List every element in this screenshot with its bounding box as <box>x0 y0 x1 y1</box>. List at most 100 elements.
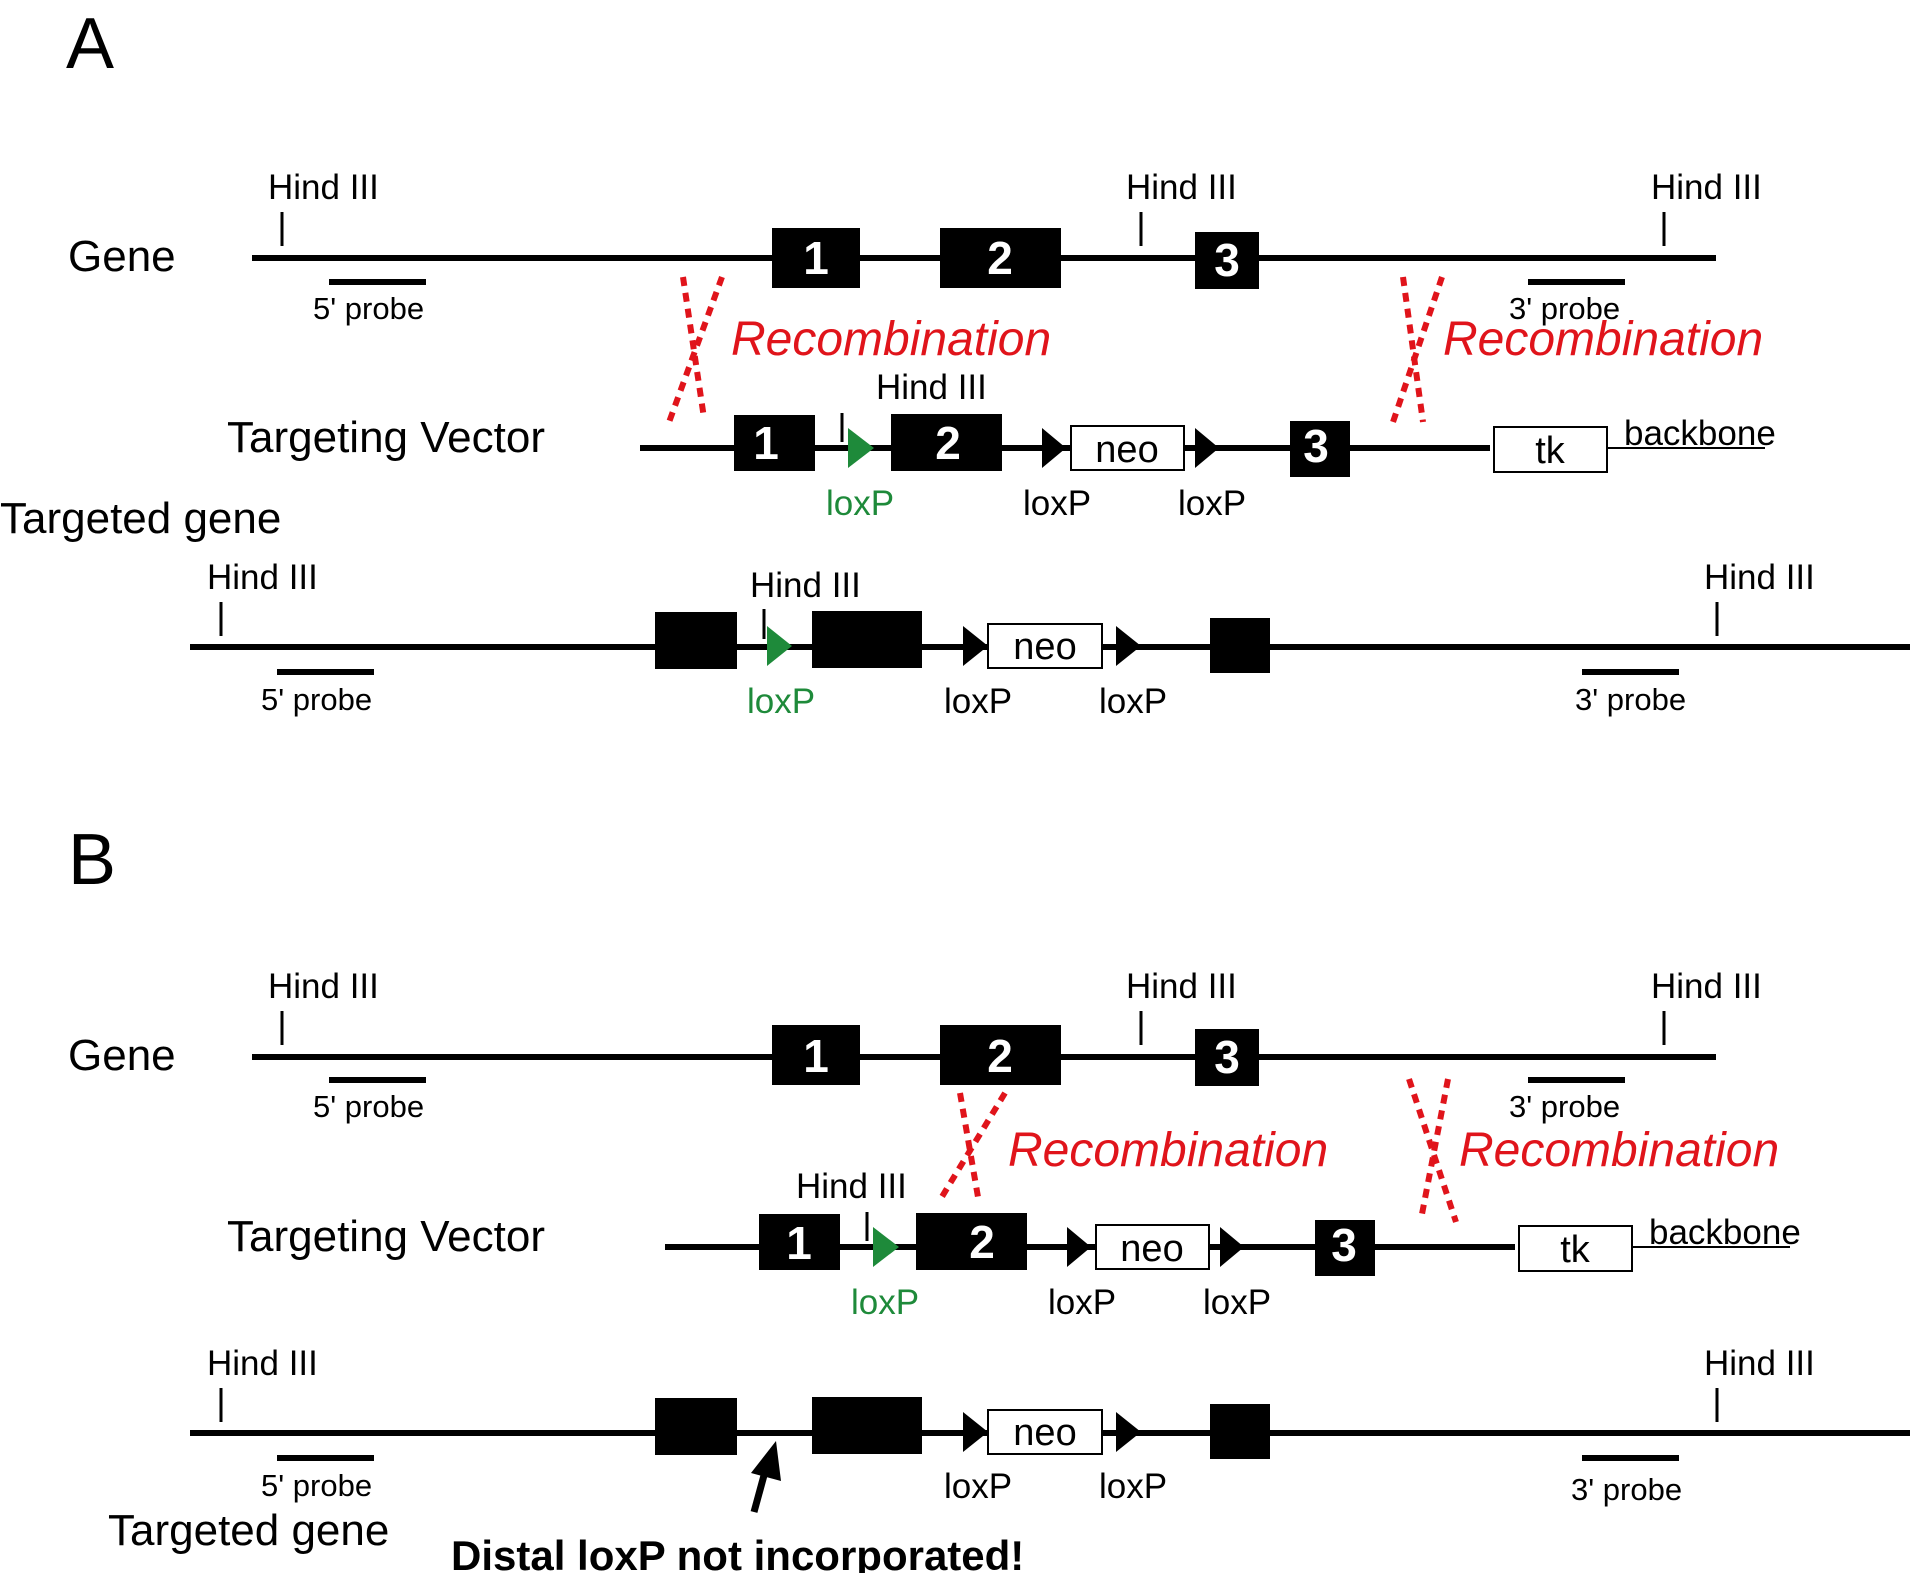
loxp-marker <box>1116 1412 1141 1452</box>
exon-3 <box>1210 618 1270 673</box>
hind-site-label: Hind III <box>1651 168 1762 207</box>
recombination-cross-mark <box>1406 1078 1459 1223</box>
arrow-head <box>751 1441 781 1481</box>
neo-cassette-label: neo <box>1013 626 1076 668</box>
exon-3-label: 3 <box>1214 1031 1240 1083</box>
exon-3-label: 3 <box>1303 420 1329 472</box>
exon-2 <box>940 1025 1061 1085</box>
loxp-marker <box>963 626 988 666</box>
loxp-marker <box>1116 626 1141 666</box>
hind-site-label: Hind III <box>750 566 861 605</box>
hind-site-label: Hind III <box>1126 168 1237 207</box>
hind-site-label: Hind III <box>1704 1344 1815 1383</box>
targeted-row-a: Targeted gene Hind III Hind III Hind III… <box>0 494 1910 721</box>
recombination-cross-mark <box>957 1092 981 1198</box>
recombination-label: Recombination <box>1459 1124 1779 1177</box>
recombination-cross-mark <box>680 276 707 419</box>
hind-site-label: Hind III <box>268 967 379 1006</box>
exon-3-label: 3 <box>1331 1219 1357 1271</box>
targeted-row-label: Targeted gene <box>108 1506 389 1555</box>
vector-row-label: Targeting Vector <box>227 413 545 462</box>
loxp-distal-marker <box>848 428 874 468</box>
missing-loxp-note: Distal loxP not incorporated! <box>451 1532 1024 1573</box>
loxp-label: loxP <box>1099 1467 1167 1506</box>
exon-2 <box>916 1213 1027 1270</box>
targeted-row-label: Targeted gene <box>0 494 281 543</box>
loxp-distal-label: loxP <box>826 484 894 523</box>
neo-cassette <box>987 623 1103 669</box>
neo-cassette <box>987 1409 1103 1455</box>
exon-1-label: 1 <box>753 417 779 469</box>
probe-5-label: 5' probe <box>313 1089 424 1124</box>
exon-1-label: 1 <box>803 1030 829 1082</box>
loxp-distal-label: loxP <box>747 682 815 721</box>
neo-cassette-label: neo <box>1095 429 1158 471</box>
exon-2 <box>891 414 1002 471</box>
exon-2-label: 2 <box>987 1030 1013 1082</box>
neo-cassette <box>1095 1224 1210 1270</box>
exon-3 <box>1195 232 1259 289</box>
hind-site-label: Hind III <box>1651 967 1762 1006</box>
probe-5-label: 5' probe <box>261 1468 372 1503</box>
gene-row-label: Gene <box>68 1031 176 1080</box>
exon-3-label: 3 <box>1214 234 1240 286</box>
backbone-label: backbone <box>1649 1213 1801 1252</box>
tk-cassette-label: tk <box>1560 1229 1591 1271</box>
exon-1 <box>772 228 860 288</box>
exon-1 <box>759 1214 840 1270</box>
loxp-distal-label: loxP <box>851 1283 919 1322</box>
panel-b-label: B <box>68 820 116 900</box>
loxp-marker <box>1042 428 1066 468</box>
loxp-distal-marker <box>767 626 792 666</box>
loxp-label: loxP <box>1099 682 1167 721</box>
hind-site-label: Hind III <box>207 1344 318 1383</box>
tk-cassette <box>1518 1225 1633 1272</box>
neo-cassette-label: neo <box>1120 1228 1183 1270</box>
gene-row-b: Gene Hind III Hind III Hind III 1 2 3 5'… <box>68 967 1762 1124</box>
panel-a-label: A <box>66 4 114 84</box>
loxp-distal-marker <box>873 1227 899 1267</box>
neo-cassette-label: neo <box>1013 1412 1076 1454</box>
exon-2 <box>812 611 922 668</box>
gene-row-label: Gene <box>68 232 176 281</box>
recombination-label: Recombination <box>1008 1124 1328 1177</box>
hind-site-label: Hind III <box>207 558 318 597</box>
loxp-marker <box>1067 1227 1091 1267</box>
loxp-marker <box>963 1412 988 1452</box>
exon-3 <box>1195 1029 1259 1086</box>
hind-site-label: Hind III <box>268 168 379 207</box>
loxp-label: loxP <box>1048 1283 1116 1322</box>
recombination-cross-mark <box>1419 1078 1451 1215</box>
exon-2 <box>940 228 1061 288</box>
targeted-row-b: Hind III Hind III loxP neo loxP 5' probe… <box>108 1344 1910 1573</box>
gene-row-a: Gene Hind III Hind III Hind III 1 2 3 5'… <box>68 168 1762 326</box>
probe-3-label: 3' probe <box>1571 1472 1682 1507</box>
tk-cassette <box>1493 426 1608 473</box>
hind-site-label: Hind III <box>1126 967 1237 1006</box>
loxp-label: loxP <box>1203 1283 1271 1322</box>
exon-3 <box>1315 1220 1375 1276</box>
exon-3 <box>1210 1404 1270 1459</box>
exon-3 <box>1290 421 1350 477</box>
exon-1 <box>655 1398 737 1455</box>
panel-b: B Gene Hind III Hind III Hind III 1 2 3 … <box>68 820 1910 1573</box>
probe-5-label: 5' probe <box>313 291 424 326</box>
recombination-a: Recombination Recombination <box>665 275 1763 427</box>
exon-2 <box>812 1397 922 1454</box>
loxp-label: loxP <box>1023 484 1091 523</box>
exon-2-label: 2 <box>935 417 961 469</box>
recombination-cross-mark <box>937 1091 1008 1202</box>
panel-a: A Gene Hind III Hind III Hind III 1 2 3 … <box>0 4 1910 721</box>
vector-row-b: Targeting Vector 1 Hind III loxP 2 loxP … <box>227 1167 1801 1322</box>
loxp-label: loxP <box>944 1467 1012 1506</box>
backbone-label: backbone <box>1624 414 1776 453</box>
hind-site-label: Hind III <box>876 368 987 407</box>
recombination-cross-mark <box>665 275 725 427</box>
vector-row-label: Targeting Vector <box>227 1212 545 1261</box>
exon-2-label: 2 <box>987 232 1013 284</box>
loxp-marker <box>1220 1227 1244 1267</box>
loxp-marker <box>1195 428 1219 468</box>
loxp-label: loxP <box>1178 484 1246 523</box>
hind-site-label: Hind III <box>1704 558 1815 597</box>
